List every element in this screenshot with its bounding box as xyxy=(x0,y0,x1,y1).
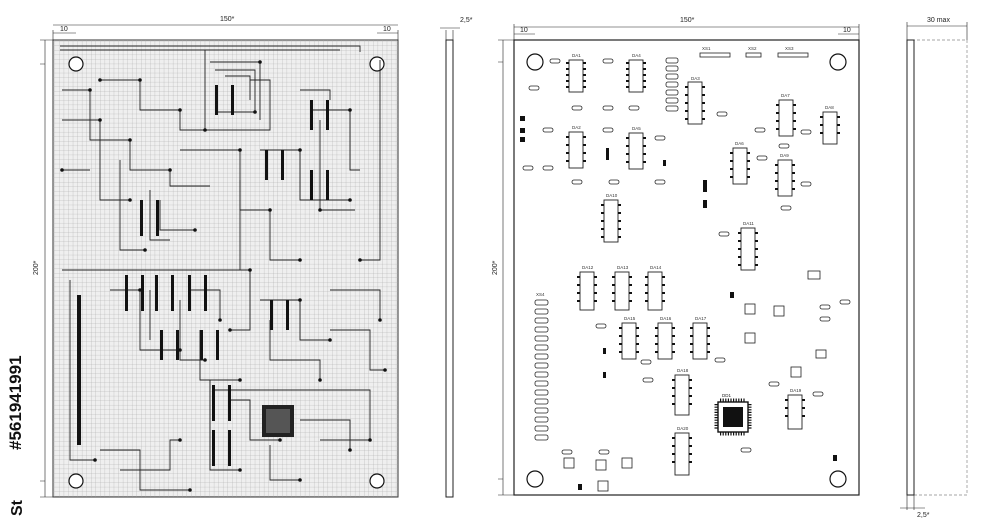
mounting-hole xyxy=(369,56,385,72)
ic-label: DA8 xyxy=(825,105,834,110)
ic-label: DA18 xyxy=(677,368,689,373)
ic-label: DA16 xyxy=(660,316,672,321)
ic-label: DA7 xyxy=(781,93,790,98)
ic-label: DA1 xyxy=(572,53,581,58)
ic-label: DA9 xyxy=(780,153,789,158)
mounting-hole xyxy=(68,473,84,489)
stock-brand-logo: St xyxy=(9,500,26,516)
left-width-dimension: 150* xyxy=(220,16,235,23)
mounting-hole xyxy=(526,470,544,488)
ic-label: DA10 xyxy=(606,193,618,198)
left-side-profile: 2,5* xyxy=(440,17,473,498)
ic-label: DA17 xyxy=(695,316,707,321)
ic-label: DA11 xyxy=(743,221,754,226)
left-height-dimension: 200* xyxy=(33,260,40,275)
right-max-height-dimension: 30 max xyxy=(927,17,950,24)
ic-label: DA4 xyxy=(632,53,641,58)
ic-footprints xyxy=(77,85,329,466)
ic-label: DA3 xyxy=(691,76,700,81)
right-pcb-assembly-view: DD1 DA1 DA4 DA3 DA2 DA5 DA6 DA7 DA8 DA9 … xyxy=(492,17,860,496)
ic-label: DA2 xyxy=(572,125,581,130)
component-designators: DA1 DA4 DA3 DA2 DA5 DA6 DA7 DA8 DA9 DA10… xyxy=(536,46,834,431)
ic-label: DA5 xyxy=(632,126,641,131)
connector-label: XS4 xyxy=(536,292,545,297)
ic-label: DA6 xyxy=(735,141,744,146)
ic-label: DA15 xyxy=(624,316,636,321)
mounting-hole xyxy=(829,470,847,488)
mounting-hole xyxy=(526,53,544,71)
ic-label: DA19 xyxy=(790,388,802,393)
connector-label: XS1 xyxy=(702,46,711,51)
right-margin-dimension-right: 10 xyxy=(843,27,851,34)
edge-connectors-top xyxy=(699,52,809,58)
connector-label: XS3 xyxy=(785,46,794,51)
left-thickness-dimension: 2,5* xyxy=(460,17,473,24)
right-height-dimension: 200* xyxy=(492,260,499,275)
qfp-label: DD1 xyxy=(722,393,731,398)
left-margin-dimension-right: 10 xyxy=(383,26,391,33)
connector-label: XS2 xyxy=(748,46,757,51)
left-board-grid xyxy=(53,40,398,497)
ic-label: DA12 xyxy=(582,265,594,270)
qfp-footprint-left xyxy=(262,405,294,437)
passive-components xyxy=(522,58,851,455)
diode-markers xyxy=(520,116,837,490)
right-dimensions xyxy=(498,24,860,496)
left-margin-dimension: 10 xyxy=(60,26,68,33)
right-width-dimension: 150* xyxy=(680,17,695,24)
copper-traces xyxy=(60,45,385,491)
vertical-connector-column xyxy=(665,57,679,112)
stock-id-text: #561941991 xyxy=(6,355,25,450)
left-pcb-layout-view: 150* 10 10 200* xyxy=(33,16,399,498)
mounting-hole xyxy=(68,56,84,72)
dip-ic-pins xyxy=(566,62,840,463)
ic-label: DA14 xyxy=(650,265,662,270)
via-pads xyxy=(60,60,387,492)
right-thickness-dimension: 2,5* xyxy=(917,512,930,519)
stock-watermark: #561941991 St xyxy=(6,300,32,520)
qfp-chip-dd1: DD1 xyxy=(714,393,752,436)
ic-label: DA20 xyxy=(677,426,689,431)
transistors xyxy=(563,270,827,492)
right-margin-dimension: 10 xyxy=(520,27,528,34)
mounting-hole xyxy=(369,473,385,489)
left-dimensions xyxy=(40,24,399,498)
mounting-hole xyxy=(829,53,847,71)
ic-label: DA13 xyxy=(617,265,629,270)
right-side-profile: 30 max 2,5* xyxy=(900,17,968,519)
pin-header-strip xyxy=(534,299,549,441)
